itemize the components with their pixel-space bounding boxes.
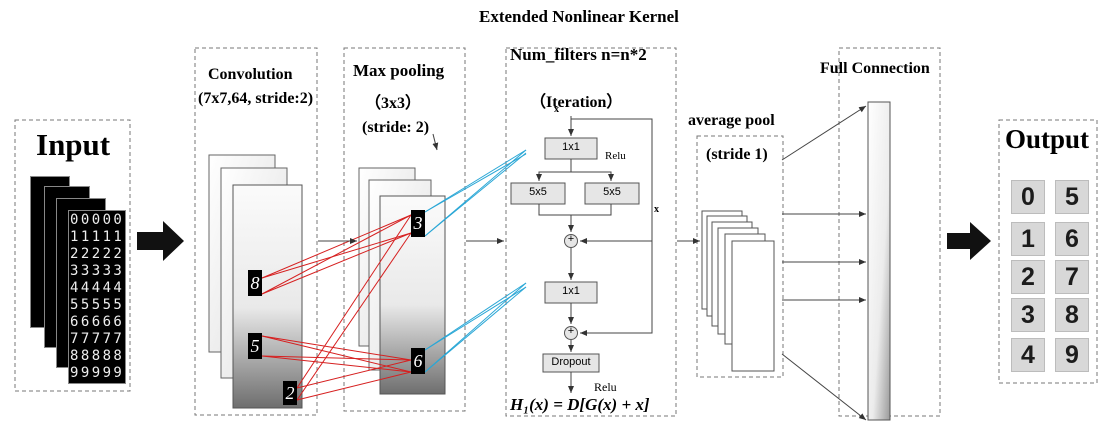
mnist-row: 5 5 5 5 5 bbox=[70, 297, 122, 313]
relu-bottom-label: Relu bbox=[594, 380, 617, 394]
input-block-arrow bbox=[137, 221, 184, 261]
mnist-row: 1 1 1 1 1 bbox=[70, 229, 122, 245]
kernel-formula: H₁(x) = D[G(x) + x] bbox=[510, 395, 650, 414]
output-block-arrow bbox=[947, 222, 991, 260]
max-pooling-stride: (stride: 2) bbox=[362, 119, 430, 136]
full-connection-label: Full Connection bbox=[820, 60, 930, 77]
relu-top-label: Relu bbox=[605, 150, 626, 162]
output-digit-6: 6 bbox=[1055, 222, 1089, 256]
pool-patch-2: 6 bbox=[411, 348, 425, 374]
mnist-stack: 0 0 0 0 0 1 1 1 1 1 2 2 2 2 2 3 3 3 3 3 … bbox=[30, 176, 127, 384]
sum-node-1-symbol: + bbox=[567, 233, 575, 245]
convolution-params: (7x7,64, stride:2) bbox=[198, 90, 314, 107]
output-frame bbox=[998, 119, 1098, 384]
output-digit-1: 1 bbox=[1011, 222, 1045, 256]
conv-1x1-top-label: 1x1 bbox=[562, 141, 580, 153]
kernel-iteration-label: （Iteration） bbox=[530, 94, 623, 111]
mnist-row: 8 8 8 8 8 bbox=[70, 348, 122, 364]
conv-5x5-right-label: 5x5 bbox=[603, 186, 621, 198]
output-digit-3: 3 bbox=[1011, 298, 1045, 332]
conv-5x5-left-label: 5x5 bbox=[529, 186, 547, 198]
convolution-frame bbox=[194, 47, 318, 416]
sum-node-2-symbol: + bbox=[567, 325, 575, 337]
residual-mark-right: x bbox=[654, 204, 659, 215]
sum-node-1 bbox=[564, 234, 578, 248]
residual-mark-top: x bbox=[554, 104, 559, 115]
kernel-filters-label: Num_filters n=n*2 bbox=[510, 45, 647, 64]
output-digit-2: 2 bbox=[1011, 260, 1045, 294]
dropout-label: Dropout bbox=[551, 356, 591, 368]
max-pooling-label: Max pooling bbox=[353, 61, 445, 80]
conv-5x5-left-box bbox=[510, 182, 566, 205]
diagram-title: Extended Nonlinear Kernel bbox=[479, 7, 679, 26]
mnist-row: 6 6 6 6 6 bbox=[70, 314, 122, 330]
output-digit-5: 5 bbox=[1055, 180, 1089, 214]
mnist-row: 2 2 2 2 2 bbox=[70, 246, 122, 262]
conv-patch-2: 5 bbox=[248, 333, 262, 359]
average-pool-frame bbox=[696, 135, 784, 378]
average-pool-label: average pool bbox=[688, 112, 775, 129]
max-pooling-size: （3x3） bbox=[365, 95, 422, 112]
input-frame bbox=[14, 119, 131, 392]
conv-5x5-right-box bbox=[584, 182, 640, 205]
full-connection-bar bbox=[867, 101, 891, 421]
mnist-row: 9 9 9 9 9 bbox=[70, 365, 122, 381]
mnist-row: 3 3 3 3 3 bbox=[70, 263, 122, 279]
output-label: Output bbox=[1005, 124, 1090, 154]
sum-node-2 bbox=[564, 326, 578, 340]
output-digit-9: 9 bbox=[1055, 338, 1089, 372]
average-pool-stride: (stride 1) bbox=[706, 146, 768, 163]
mnist-row: 4 4 4 4 4 bbox=[70, 280, 122, 296]
pool-receptive-lines bbox=[424, 149, 527, 373]
output-digit-4: 4 bbox=[1011, 338, 1045, 372]
output-digit-0: 0 bbox=[1011, 180, 1045, 214]
mnist-digit-grid: 0 0 0 0 0 1 1 1 1 1 2 2 2 2 2 3 3 3 3 3 … bbox=[70, 212, 124, 382]
mnist-row: 0 0 0 0 0 bbox=[70, 212, 122, 228]
pool-patch-1: 3 bbox=[411, 210, 425, 237]
max-pooling-frame bbox=[343, 47, 466, 412]
mnist-row: 7 7 7 7 7 bbox=[70, 331, 122, 347]
conv-patch-1: 8 bbox=[248, 270, 262, 296]
output-digit-7: 7 bbox=[1055, 260, 1089, 294]
conv-receptive-lines bbox=[261, 214, 412, 401]
conv-patch-3: 2 bbox=[283, 381, 297, 405]
conv-1x1-bottom-label: 1x1 bbox=[562, 285, 580, 297]
input-label: Input bbox=[36, 127, 111, 162]
fc-fan-arrows bbox=[781, 105, 867, 421]
output-digit-8: 8 bbox=[1055, 298, 1089, 332]
stage-flow-arrows bbox=[318, 133, 700, 244]
convolution-label: Convolution bbox=[208, 66, 293, 83]
convolution-feature-maps bbox=[208, 154, 303, 409]
kernel-frame bbox=[505, 47, 677, 417]
kernel-flowchart bbox=[510, 116, 653, 393]
average-pool-feature-maps bbox=[701, 210, 775, 372]
